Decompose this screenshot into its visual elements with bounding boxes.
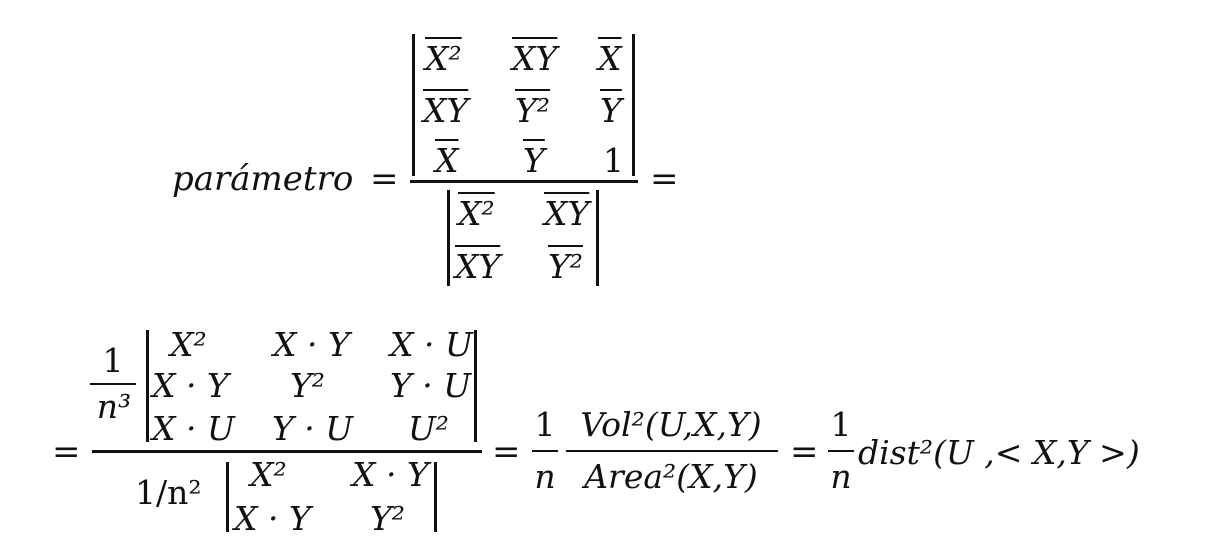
den-coefficient-text: 1/n² [135, 473, 202, 512]
matrix-cell: X · Y [152, 366, 229, 405]
frac-denominator: n [534, 457, 556, 496]
matrix-cell: X [435, 141, 459, 180]
det-bar-right [474, 330, 477, 442]
area-denominator: Area²(X,Y) [584, 457, 758, 496]
det-bar-right [632, 34, 635, 176]
distance-expression: dist²(U ,< X,Y >) [858, 433, 1140, 472]
matrix-cell: X · Y [273, 325, 350, 364]
frac-numerator: 1 [534, 405, 556, 444]
matrix-cell: Y² [370, 499, 406, 538]
matrix-cell: Y · U [272, 409, 354, 448]
matrix-cell: Y² [515, 91, 551, 130]
frac-bar [532, 450, 558, 452]
matrix-cell: X · Y [352, 455, 429, 494]
matrix-cell: Y² [290, 366, 326, 405]
matrix-cell: Y [600, 91, 622, 130]
volume-bar [566, 450, 778, 452]
matrix-cell: Y [523, 141, 545, 180]
fraction-bar [410, 180, 638, 183]
matrix-cell: X² [250, 455, 287, 494]
coef-denominator: n³ [96, 387, 132, 426]
matrix-cell: 1 [603, 141, 624, 180]
frac-numerator: 1 [830, 405, 852, 444]
matrix-cell: X [598, 39, 622, 78]
det-bar-left [226, 462, 229, 532]
equals-sign: = [52, 432, 81, 472]
fraction-bar [92, 450, 482, 453]
matrix-cell: XY [423, 91, 469, 130]
den-coefficient: 1/n² [135, 476, 202, 509]
matrix-cell: X² [425, 39, 462, 78]
matrix-cell: X · Y [234, 499, 311, 538]
matrix-cell: U² [408, 409, 450, 448]
equals-sign: = [790, 432, 819, 472]
matrix-cell: Y · U [390, 366, 472, 405]
det-bar-right [596, 190, 599, 286]
coef-bar [90, 383, 136, 385]
det-bar-right [434, 462, 437, 532]
equals-sign: = [492, 432, 521, 472]
parameter-label: parámetro [172, 159, 354, 199]
matrix-cell: XY [512, 39, 558, 78]
frac-denominator: n [830, 457, 852, 496]
matrix-cell: XY [544, 194, 590, 233]
matrix-cell: X · U [152, 409, 235, 448]
matrix-cell: XY [455, 247, 501, 286]
matrix-cell: X · U [390, 325, 473, 364]
matrix-cell: Y² [548, 247, 584, 286]
frac-bar [828, 450, 854, 452]
matrix-cell: X² [458, 194, 495, 233]
matrix-cell: X² [170, 325, 207, 364]
volume-numerator: Vol²(U,X,Y) [580, 405, 762, 444]
det-bar-left [412, 34, 415, 176]
equals-sign: = [650, 159, 679, 199]
det-bar-left [146, 330, 149, 442]
coef-numerator: 1 [102, 341, 124, 380]
equals-sign: = [370, 159, 399, 199]
det-bar-left [447, 190, 450, 286]
